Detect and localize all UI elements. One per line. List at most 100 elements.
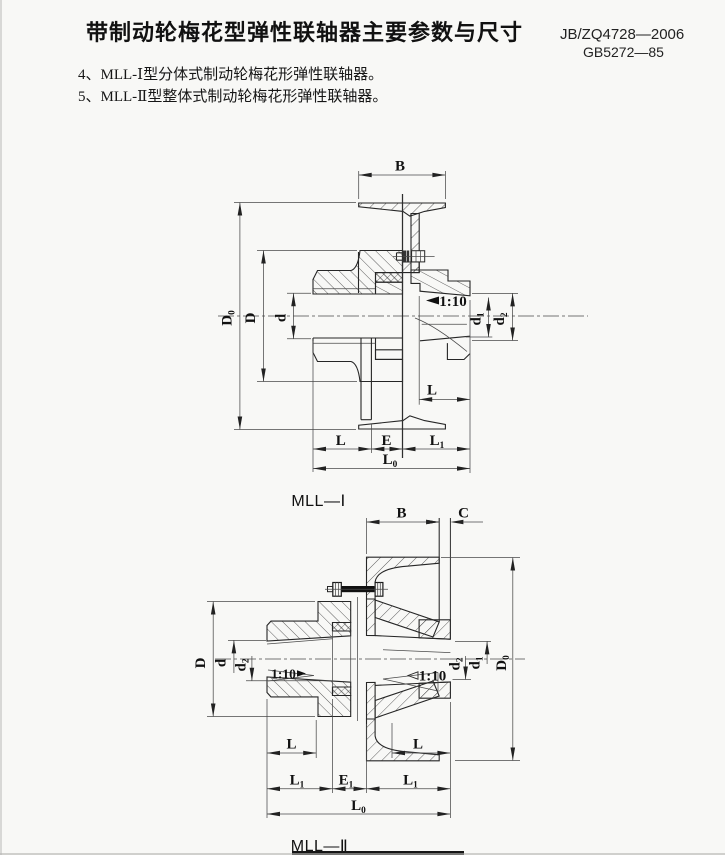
part-section bbox=[374, 349, 404, 360]
dim-label-d2-right2: d2 bbox=[447, 657, 465, 670]
dim-label-d1-sub1: d1 bbox=[469, 312, 487, 325]
part-section bbox=[331, 686, 352, 697]
dim-arrowhead bbox=[457, 466, 470, 471]
dim-arrowhead bbox=[457, 397, 470, 402]
dim-arrowhead bbox=[510, 327, 515, 341]
dim-arrowhead bbox=[389, 446, 403, 452]
label-text: d bbox=[274, 313, 290, 322]
label-subscript: 1 bbox=[413, 781, 418, 791]
label-text: L bbox=[403, 773, 413, 789]
dim-arrowhead bbox=[510, 557, 516, 571]
standard-code-jb: JB/ZQ4728—2006 bbox=[560, 26, 685, 43]
dim-arrowhead bbox=[510, 747, 516, 761]
dim-arrowhead bbox=[484, 641, 490, 655]
label-text: L bbox=[383, 452, 393, 468]
label-text: 1:10 bbox=[419, 669, 447, 685]
dim-label-l-left2: L bbox=[286, 737, 296, 753]
label-text: d bbox=[492, 317, 508, 326]
label-subscript: 0 bbox=[361, 806, 366, 816]
dim-arrowhead bbox=[249, 667, 255, 681]
dim-arrowhead bbox=[319, 786, 333, 792]
taper-triangle-icon bbox=[426, 296, 439, 305]
dim-arrowhead bbox=[267, 750, 280, 756]
dim-arrowhead bbox=[210, 601, 216, 615]
taper-label-2-left: 1:10 bbox=[271, 667, 296, 682]
label-text: D bbox=[243, 312, 259, 323]
dim-arrowhead bbox=[261, 368, 266, 382]
figure-caption-mll2: MLL—Ⅱ bbox=[291, 838, 349, 855]
dim-label-b2: B bbox=[396, 506, 406, 522]
dim-arrowhead bbox=[402, 446, 416, 452]
dim-label-l-right2: L bbox=[413, 737, 423, 753]
dim-arrowhead bbox=[510, 293, 515, 307]
label-text: D bbox=[193, 657, 209, 668]
label-text: 1:10 bbox=[271, 667, 296, 682]
label-text: B bbox=[395, 159, 405, 175]
dim-arrowhead bbox=[313, 466, 326, 471]
dim-arrowhead bbox=[486, 297, 491, 311]
dim-label-d1-right2: d1 bbox=[467, 656, 485, 669]
drawing-line bbox=[419, 335, 471, 342]
dim-label-do1: D0 bbox=[220, 310, 238, 326]
part-outline bbox=[267, 669, 315, 682]
dim-arrowhead bbox=[437, 786, 451, 792]
dim-arrowhead bbox=[231, 640, 237, 654]
part-outline bbox=[266, 676, 352, 718]
dim-arrowhead bbox=[237, 416, 243, 430]
dim-label-d-cap1: D bbox=[243, 312, 259, 323]
dim-arrowhead bbox=[267, 786, 280, 792]
dim-arrowhead bbox=[358, 172, 372, 178]
dim-arrowhead bbox=[358, 446, 372, 452]
taper-triangle-icon bbox=[406, 671, 419, 680]
dim-arrowhead bbox=[303, 750, 317, 756]
dim-arrowhead bbox=[371, 446, 385, 452]
dim-label-d2-left2: d2 bbox=[234, 658, 252, 671]
dim-label-d2-sub1: d2 bbox=[492, 312, 510, 325]
label-subscript: 1 bbox=[300, 781, 305, 791]
dim-arrowhead bbox=[419, 397, 433, 402]
left-hub-section bbox=[266, 600, 352, 642]
dim-arrowhead bbox=[486, 324, 491, 337]
dim-label-e1-2: E1 bbox=[339, 773, 354, 791]
dim-arrowhead bbox=[426, 519, 440, 525]
label-text: B bbox=[396, 506, 406, 522]
dim-arrowhead bbox=[291, 325, 296, 339]
label-text: L bbox=[286, 737, 296, 753]
dim-label-lo1: L0 bbox=[383, 452, 398, 470]
label-subscript: 2 bbox=[500, 312, 510, 317]
label-subscript: 0 bbox=[393, 460, 398, 470]
label-text: C bbox=[458, 506, 469, 522]
drawing-line bbox=[382, 649, 451, 653]
dim-arrowhead bbox=[463, 666, 468, 680]
label-subscript: 2 bbox=[242, 658, 252, 663]
part-section bbox=[365, 681, 376, 720]
dim-arrowhead bbox=[450, 519, 464, 525]
sleeve-section bbox=[374, 281, 404, 295]
dim-arrowhead bbox=[267, 811, 280, 817]
label-text: 1:10 bbox=[439, 294, 467, 310]
dim-label-b1: B bbox=[395, 159, 405, 175]
right-hub-section bbox=[410, 269, 471, 297]
brake-web-section bbox=[365, 598, 376, 637]
label-text: D bbox=[494, 660, 510, 671]
dim-arrowhead bbox=[353, 786, 367, 792]
dim-arrowhead bbox=[432, 172, 446, 178]
dim-arrowhead bbox=[261, 250, 266, 264]
label-subscript: 1 bbox=[475, 656, 485, 661]
dim-label-lo2: L0 bbox=[351, 798, 366, 816]
label-text: d bbox=[467, 661, 483, 670]
label-text: L bbox=[290, 773, 300, 789]
dim-label-do2: D0 bbox=[494, 655, 512, 671]
page-title: 带制动轮梅花型弹性联轴器主要参数与尺寸 bbox=[86, 20, 524, 45]
dim-label-e1: E bbox=[381, 433, 391, 449]
dim-label-l1-sub1: L1 bbox=[430, 433, 445, 451]
dim-arrowhead bbox=[437, 750, 451, 756]
label-text: d bbox=[214, 658, 230, 667]
drawing-line bbox=[266, 638, 333, 645]
label-text: L bbox=[427, 383, 437, 399]
label-subscript: 1 bbox=[477, 312, 487, 317]
dim-arrowhead bbox=[210, 703, 216, 717]
